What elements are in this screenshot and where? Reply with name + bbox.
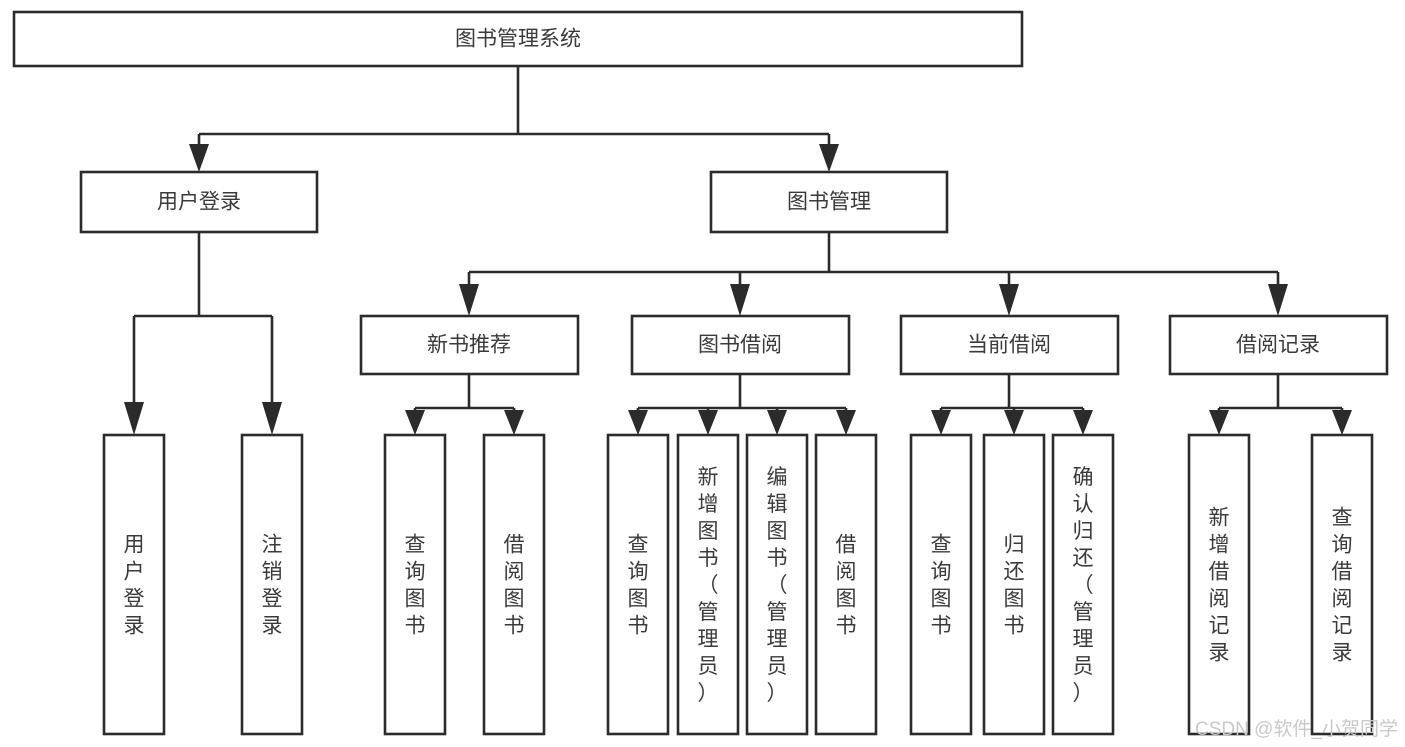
arrowhead-borrow (730, 284, 750, 316)
leaf-box[interactable] (1051, 433, 1115, 736)
arrowhead-br-2 (1332, 410, 1352, 435)
leaf-node[interactable]: 编辑图书（管理员） (745, 433, 809, 736)
leaf-node[interactable]: 用户登录 (102, 433, 166, 736)
arrowhead-bw-4 (836, 410, 856, 435)
arrowhead-borrow-record (1268, 284, 1288, 316)
user-login-box[interactable] (79, 170, 319, 234)
leaf-box[interactable] (745, 433, 809, 736)
leaf-node[interactable]: 注销登录 (240, 433, 304, 736)
arrowhead-cb-3 (1073, 410, 1093, 435)
root-label: 图书管理系统 (455, 28, 581, 51)
leaf-box[interactable] (482, 433, 546, 736)
leaf-label: 查询图书 (405, 534, 426, 638)
leaf-box[interactable] (1310, 433, 1374, 736)
leaf-node[interactable]: 借阅图书 (814, 433, 878, 736)
arrowhead-br-1 (1209, 410, 1229, 435)
root-box[interactable] (12, 10, 1024, 68)
book-borrow-label: 图书借阅 (698, 334, 782, 357)
node-current-borrow[interactable]: 当前借阅 (899, 314, 1120, 376)
book-management-box[interactable] (709, 170, 949, 234)
csdn-watermark: CSDN @软件_小贺同学 (1195, 718, 1398, 740)
current-borrow-box[interactable] (899, 314, 1120, 376)
arrowhead-bw-1 (628, 410, 648, 435)
leaf-box[interactable] (606, 433, 670, 736)
arrowhead-nb-1 (405, 410, 425, 435)
node-new-book-recommend[interactable]: 新书推荐 (359, 314, 580, 376)
leaf-node[interactable]: 查询借阅记录 (1310, 433, 1374, 736)
leaf-node[interactable]: 确认归还（管理员） (1051, 433, 1115, 736)
leaf-box[interactable] (240, 433, 304, 736)
arrowhead-leaf-logout (262, 402, 282, 435)
user-login-label: 用户登录 (157, 191, 241, 214)
leaf-node[interactable]: 查询图书 (909, 433, 973, 736)
leaf-node[interactable]: 查询图书 (383, 433, 447, 736)
leaf-label: 注销登录 (262, 534, 283, 638)
node-borrow-record[interactable]: 借阅记录 (1168, 314, 1389, 376)
node-root[interactable]: 图书管理系统 (12, 10, 1024, 68)
node-book-management[interactable]: 图书管理 (709, 170, 949, 234)
leaf-label: 查询借阅记录 (1332, 507, 1353, 665)
node-book-borrow[interactable]: 图书借阅 (630, 314, 851, 376)
leaf-box[interactable] (909, 433, 973, 736)
leaf-node[interactable]: 借阅图书 (482, 433, 546, 736)
leaf-box[interactable] (383, 433, 447, 736)
leaf-node[interactable]: 新增图书（管理员） (676, 433, 740, 736)
borrow-record-label: 借阅记录 (1236, 334, 1320, 357)
leaf-node[interactable]: 归还图书 (982, 433, 1046, 736)
arrowhead-book-mgmt (819, 144, 839, 172)
arrowhead-cb-2 (1004, 410, 1024, 435)
arrowhead-bw-3 (767, 410, 787, 435)
borrow-record-box[interactable] (1168, 314, 1389, 376)
leaf-box[interactable] (814, 433, 878, 736)
leaf-box[interactable] (1187, 433, 1251, 736)
leaf-label: 查询图书 (628, 534, 649, 638)
book-borrow-box[interactable] (630, 314, 851, 376)
arrowhead-new-book (459, 284, 479, 316)
current-borrow-label: 当前借阅 (967, 334, 1051, 357)
leaf-label: 编辑图书（管理员） (767, 466, 788, 705)
arrowhead-bw-2 (698, 410, 718, 435)
leaf-box[interactable] (102, 433, 166, 736)
new-book-recommend-box[interactable] (359, 314, 580, 376)
leaf-label: 借阅图书 (504, 534, 525, 638)
arrowhead-current-borrow (999, 284, 1019, 316)
leaf-label: 新增图书（管理员） (698, 466, 719, 705)
leaf-box[interactable] (676, 433, 740, 736)
leaf-node[interactable]: 查询图书 (606, 433, 670, 736)
book-management-label: 图书管理 (787, 191, 871, 214)
arrowhead-nb-2 (504, 410, 524, 435)
arrowhead-cb-1 (931, 410, 951, 435)
leaf-label: 查询图书 (931, 534, 952, 638)
leaf-box[interactable] (982, 433, 1046, 736)
leaf-label: 确认归还（管理员） (1073, 466, 1094, 705)
arrowhead-leaf-user-login (124, 402, 144, 435)
node-user-login[interactable]: 用户登录 (79, 170, 319, 234)
leaf-label: 归还图书 (1004, 534, 1025, 638)
new-book-recommend-label: 新书推荐 (427, 334, 511, 357)
leaf-label: 新增借阅记录 (1209, 507, 1230, 665)
leaf-label: 用户登录 (124, 534, 145, 638)
leaf-label: 借阅图书 (836, 534, 857, 638)
connector-layer (124, 66, 1352, 435)
arrowhead-user-login (189, 144, 209, 172)
leaf-node[interactable]: 新增借阅记录 (1187, 433, 1251, 736)
